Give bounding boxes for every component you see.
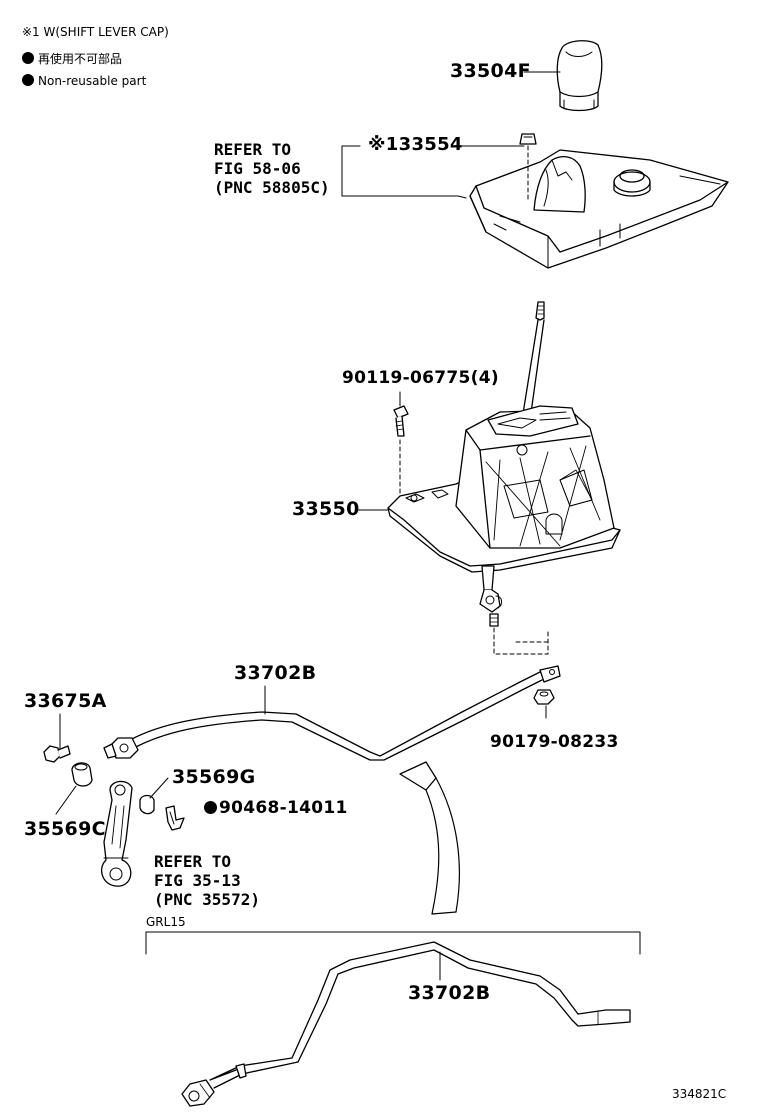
part-label-bushing-35569g[interactable]: 35569G	[172, 766, 256, 788]
shift-cable-upper-drawing	[103, 665, 561, 761]
part-label-shift-assy[interactable]: 33550	[292, 498, 360, 520]
shift-knob-drawing	[556, 40, 603, 112]
variant-arrow	[399, 761, 460, 915]
legend-en-text: Non-reusable part	[38, 74, 147, 88]
part-label-clip[interactable]: 90468-14011	[204, 800, 348, 817]
shift-lever-rod-drawing	[521, 301, 545, 421]
bolt-33675a-drawing	[43, 745, 71, 763]
shift-cap-note: ※1 W(SHIFT LEVER CAP)	[22, 25, 169, 39]
bushing-35569g-drawing	[139, 794, 155, 815]
lever-cap-drawing	[519, 133, 537, 145]
clip-90468-drawing	[165, 805, 185, 831]
part-label-knob[interactable]: 33504F	[450, 60, 531, 82]
part-label-nut[interactable]: 90179-08233	[490, 732, 619, 752]
legend-jp-text: 再使用不可部品	[38, 52, 123, 66]
part-label-bushing-35569c[interactable]: 35569C	[24, 818, 106, 840]
variant-label: GRL15	[146, 915, 186, 929]
bolt-90119-drawing	[393, 405, 409, 497]
console-bezel-drawing	[469, 149, 729, 269]
nut-90179-drawing	[533, 689, 555, 705]
refer-fig-35-13[interactable]: REFER TO FIG 35-13 (PNC 35572)	[154, 852, 260, 909]
part-label-bolt-33675a[interactable]: 33675A	[24, 690, 107, 712]
bushing-35569c-drawing	[71, 762, 93, 787]
nonreusable-dot-icon	[22, 52, 34, 64]
part-label-cable-lower[interactable]: 33702B	[408, 982, 491, 1004]
legend-nonreusable-en: Non-reusable part	[22, 74, 146, 87]
refer-fig-58-06[interactable]: REFER TO FIG 58-06 (PNC 58805C)	[214, 140, 330, 197]
part-label-cable-upper[interactable]: 33702B	[234, 662, 317, 684]
leader-lines	[55, 71, 561, 981]
part-label-bolt-90119[interactable]: 90119-06775(4)	[342, 368, 499, 388]
legend-nonreusable-jp: 再使用不可部品	[22, 52, 122, 65]
nonreusable-dot-icon	[22, 74, 34, 86]
shift-cable-lower-drawing	[181, 941, 631, 1107]
arm-bolt-drawing	[489, 613, 549, 655]
nonreusable-dot-icon	[204, 801, 217, 814]
figure-number: 334821C	[672, 1087, 727, 1101]
clip-part-number: 90468-14011	[219, 798, 348, 818]
shift-arm-drawing	[101, 780, 133, 887]
variant-bracket	[145, 931, 641, 955]
shift-assembly-drawing	[387, 405, 621, 613]
part-label-cap[interactable]: ※133554	[368, 134, 463, 155]
